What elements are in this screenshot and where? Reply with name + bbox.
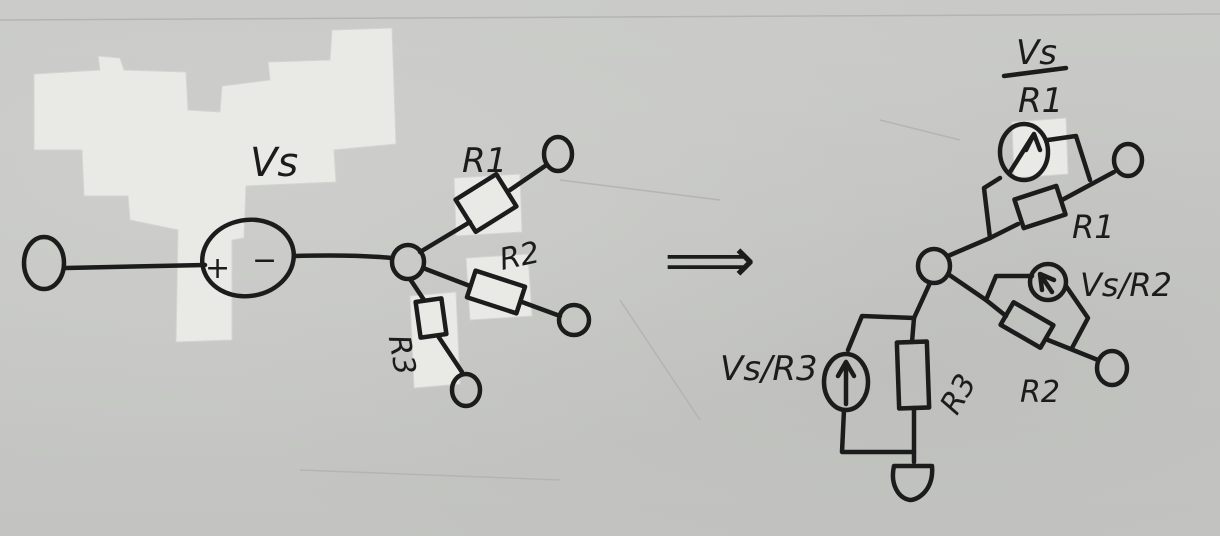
- lower-terminal-icon: [1094, 348, 1130, 388]
- down-wire-b: [909, 315, 917, 345]
- current-source-1-icon: [997, 121, 1051, 183]
- src1-fraction-bar: [1001, 65, 1069, 79]
- r2-right-label: R2: [1020, 375, 1060, 410]
- current-source-2-icon: [1027, 261, 1069, 303]
- r3-wire-a: [407, 276, 427, 303]
- r3-ground-icon: [449, 371, 483, 409]
- ground-icon: [890, 463, 935, 503]
- r1-left-label: R1: [462, 141, 507, 181]
- r1-wire-a: [417, 219, 473, 255]
- lower-wire-c: [1045, 337, 1101, 363]
- down-parallel-left-top: [845, 313, 917, 353]
- r3-right-resistor-icon: [894, 339, 932, 411]
- r2-left-label: R2: [496, 235, 542, 278]
- down-parallel-bottom: [839, 407, 917, 455]
- middle-wire: [291, 253, 395, 261]
- tape-patches: [33, 27, 1069, 389]
- r1-wire-b: [507, 163, 548, 193]
- r2-wire-a: [420, 265, 473, 289]
- left-wire: [63, 262, 208, 271]
- right-node-icon: [915, 246, 953, 286]
- board-scuffs: [0, 13, 1220, 481]
- r3-right-label: R3: [934, 368, 984, 420]
- lower-parallel-top: [983, 273, 1035, 303]
- r2-right-resistor-icon: [998, 299, 1056, 351]
- r1-right-resistor-icon: [1012, 183, 1068, 231]
- r1-right-label: R1: [1072, 208, 1115, 246]
- r1-terminal-icon: [541, 134, 575, 174]
- r2-terminal-icon: [556, 302, 592, 338]
- current-source-2-arrow-icon: [1037, 271, 1057, 295]
- right-circuit: R1 Vs R1 Vs/R2 R2 Vs/R3 R3: [720, 33, 1172, 503]
- r3-wire-b: [435, 333, 465, 375]
- voltage-source-icon: [199, 217, 297, 299]
- upper-terminal-icon: [1111, 141, 1145, 179]
- left-terminal-icon: [21, 234, 67, 292]
- src3-label: Vs/R3: [720, 349, 818, 389]
- source-minus-label: −: [252, 243, 277, 278]
- source-vs-label: Vs: [250, 140, 298, 186]
- src1-numerator-label: Vs: [1016, 33, 1057, 73]
- src2-label: Vs/R2: [1080, 266, 1172, 304]
- source-plus-label: +: [205, 251, 230, 286]
- lower-wire-b: [983, 297, 1009, 319]
- current-source-1-arrow-icon: [1007, 131, 1043, 175]
- r3-resistor-icon: [413, 296, 449, 340]
- upper-wire-c: [1059, 169, 1117, 203]
- upper-parallel-left: [981, 175, 1003, 241]
- upper-wire-b: [987, 221, 1021, 241]
- upper-parallel-right: [1045, 133, 1093, 183]
- r2-wire-b: [519, 299, 563, 319]
- current-source-3-arrow-icon: [835, 359, 857, 407]
- r3-left-label: R3: [381, 332, 422, 377]
- lower-wire-a: [945, 271, 989, 303]
- lower-parallel-right: [1063, 283, 1091, 351]
- implies-arrow-icon: ⟹: [664, 224, 756, 298]
- left-circuit: + − Vs R1 R2 R3: [21, 134, 592, 409]
- r1-resistor-icon: [453, 171, 519, 235]
- src1-denominator-label: R1: [1018, 81, 1063, 121]
- upper-wire-a: [945, 235, 993, 259]
- r2-resistor-icon: [464, 268, 528, 316]
- down-wire-a: [911, 280, 933, 321]
